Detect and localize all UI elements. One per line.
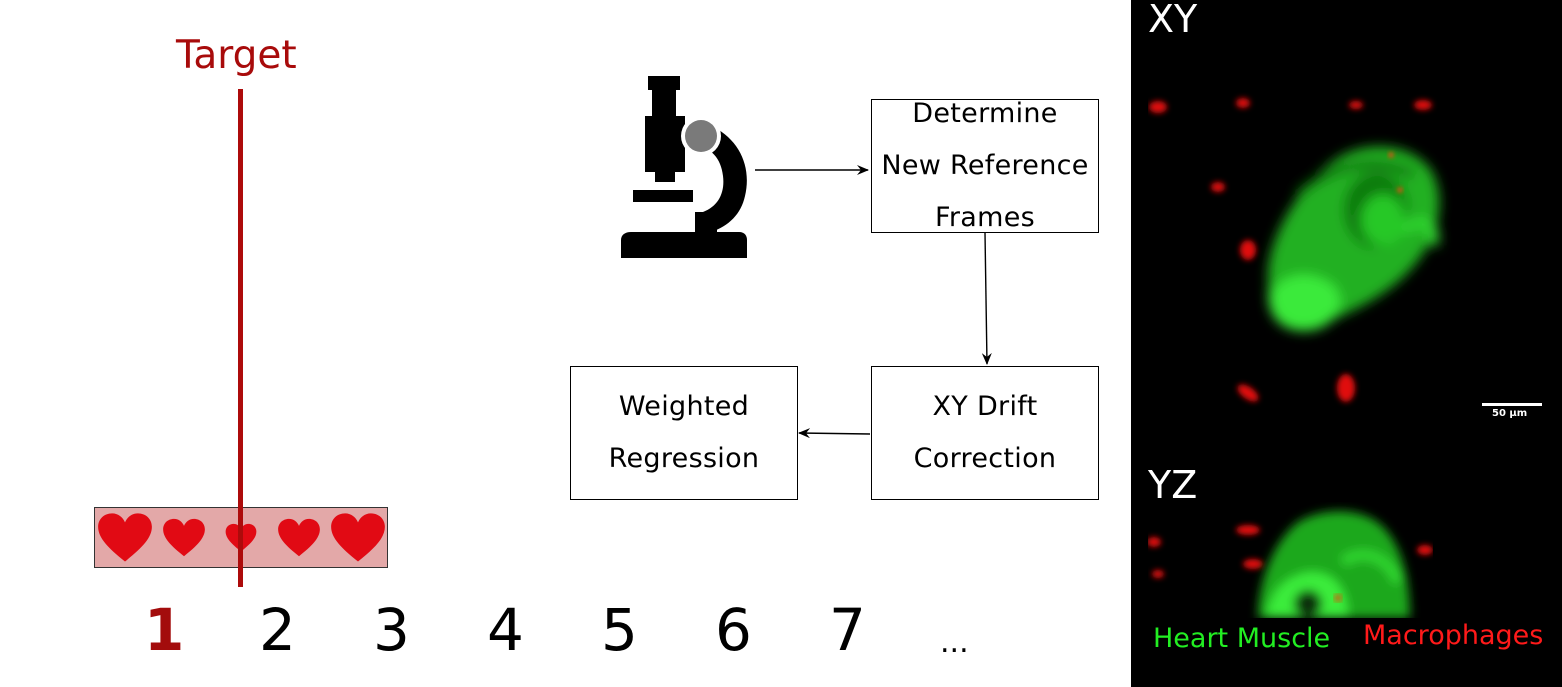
legend-macrophages: Macrophages xyxy=(1363,620,1544,651)
target-label: Target xyxy=(176,33,297,78)
frame-number: 7 xyxy=(829,596,866,664)
box-line: Regression xyxy=(608,443,760,474)
frame-ellipsis: ... xyxy=(940,625,969,660)
box-line: XY Drift xyxy=(932,391,1038,422)
box-line: Determine xyxy=(912,98,1058,129)
frame-number: 6 xyxy=(715,596,752,664)
yz-microscopy-image xyxy=(1148,511,1433,618)
heart-icon xyxy=(163,518,205,557)
box-line: Weighted xyxy=(618,391,750,422)
box-line: New Reference xyxy=(881,150,1089,181)
frame-number: 4 xyxy=(487,596,524,664)
legend-heart-muscle: Heart Muscle xyxy=(1153,623,1331,654)
target-line xyxy=(238,89,243,587)
scale-bar xyxy=(1482,403,1542,406)
determine-reference-box: Determine New Reference Frames xyxy=(871,98,1099,233)
box-line: Frames xyxy=(935,202,1035,233)
microscope-icon xyxy=(621,76,747,258)
xy-microscopy-image xyxy=(1149,98,1440,402)
frame-number: 5 xyxy=(601,596,638,664)
box-line: Correction xyxy=(913,443,1057,474)
heart-icon xyxy=(331,513,385,562)
heart-icon xyxy=(278,518,320,557)
frame-number: 1 xyxy=(144,596,185,664)
frame-number: 3 xyxy=(373,596,410,664)
yz-label: YZ xyxy=(1148,463,1198,507)
scale-label: 50 µm xyxy=(1492,408,1528,419)
frame-number: 2 xyxy=(259,596,296,664)
arrow-determine-to-xy xyxy=(981,232,992,365)
microscopy-panel: 50 µm XY YZ Heart Muscle Macrophages xyxy=(1131,0,1562,687)
flow-arrows xyxy=(755,165,992,439)
arrow-xy-to-weighted xyxy=(798,428,871,439)
weighted-regression-box: Weighted Regression xyxy=(570,366,798,500)
xy-label: XY xyxy=(1148,0,1198,41)
xy-drift-box: XY Drift Correction xyxy=(871,366,1099,500)
heart-icon xyxy=(98,513,152,562)
